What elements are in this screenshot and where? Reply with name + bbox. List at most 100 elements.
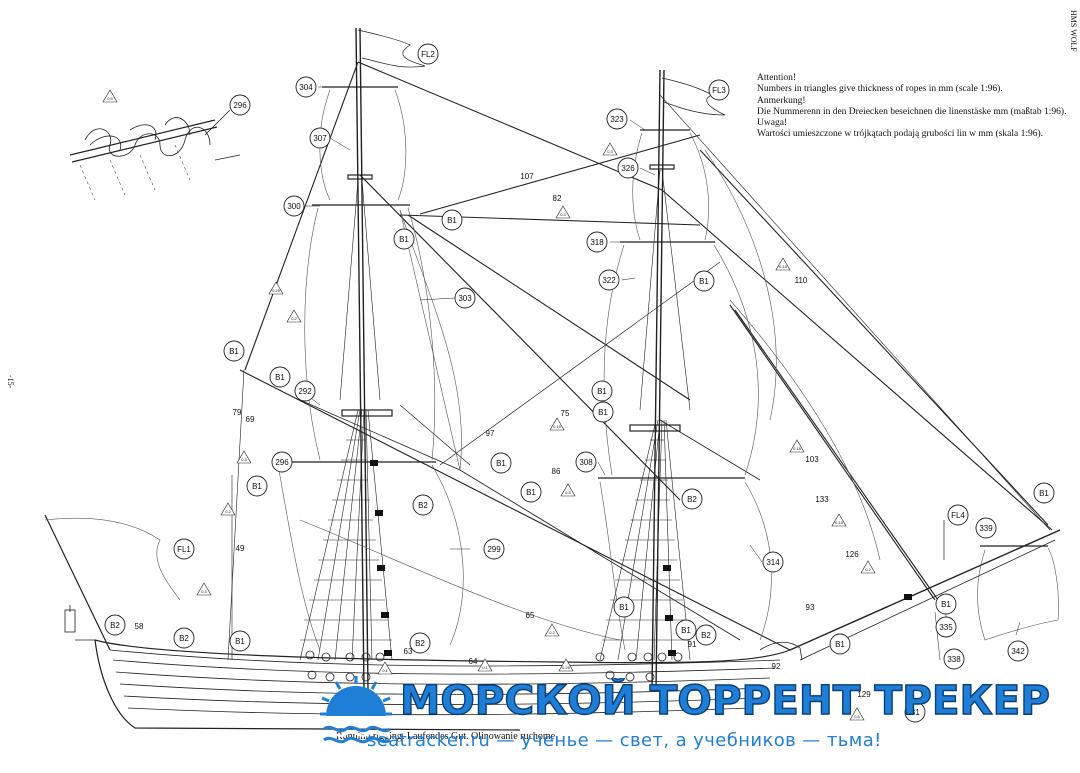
callout-circle: B2	[412, 494, 434, 516]
callout-circle: FL1	[173, 538, 195, 560]
callout-circle: B2	[695, 624, 717, 646]
callout-circle: 299	[483, 538, 505, 560]
callout-circle: B1	[393, 228, 415, 250]
svg-text:FL4: FL4	[951, 511, 965, 520]
rope-number: 69	[246, 415, 255, 424]
svg-text:B1: B1	[235, 637, 245, 646]
svg-text:0.1: 0.1	[482, 665, 488, 670]
thickness-triangle: 0.3	[196, 582, 212, 596]
main-shrouds	[599, 169, 691, 661]
belay-detail-inset	[69, 109, 241, 201]
callout-circle: B1	[441, 209, 463, 231]
callout-circle: 335	[935, 616, 957, 638]
rope-number: 91	[688, 640, 697, 649]
rope-number: 110	[795, 276, 808, 285]
callout-circle: FL2	[417, 43, 439, 65]
rope-number: 49	[236, 544, 245, 553]
svg-text:326: 326	[621, 164, 635, 173]
notes-block: Attention! Numbers in triangles give thi…	[757, 73, 1067, 141]
svg-text:B2: B2	[415, 639, 425, 648]
rope-number: 107	[520, 172, 534, 181]
rope-number: 86	[552, 467, 561, 476]
svg-text:308: 308	[579, 458, 593, 467]
rope-number: 82	[553, 194, 562, 203]
callout-circle: B1	[675, 619, 697, 641]
svg-text:B1: B1	[399, 235, 409, 244]
callout-circle: 307	[309, 127, 331, 149]
thickness-triangle: 0.5	[102, 89, 118, 103]
mast-bands	[370, 460, 912, 656]
thickness-triangle: 0.3	[602, 142, 618, 156]
callout-circle: B2	[104, 614, 126, 636]
svg-text:B2: B2	[110, 621, 120, 630]
svg-text:307: 307	[313, 134, 327, 143]
thickness-triangle: 0.1	[377, 661, 393, 675]
callout-circle: B2	[409, 632, 431, 654]
callout-circle: 308	[575, 451, 597, 473]
svg-text:B1: B1	[526, 488, 536, 497]
callout-circle: 314	[762, 551, 784, 573]
svg-text:0.2: 0.2	[865, 567, 871, 572]
svg-text:B1: B1	[598, 408, 608, 417]
callout-circle: 338	[943, 648, 965, 670]
rope-number: 63	[404, 647, 413, 656]
callout-circle: 296	[271, 451, 293, 473]
note-line: Numbers in triangles give thickness of r…	[757, 84, 1003, 95]
svg-text:0.5: 0.5	[854, 714, 860, 719]
callout-circle: B1	[520, 481, 542, 503]
thickness-triangle: 0.15	[789, 439, 805, 453]
rope-number: 65	[526, 611, 535, 620]
rope-number: 129	[857, 690, 871, 699]
rope-number: 126	[845, 550, 859, 559]
svg-text:314: 314	[766, 558, 780, 567]
svg-text:0.3: 0.3	[560, 212, 566, 217]
svg-text:296: 296	[233, 101, 247, 110]
watermark-sun-icon	[320, 676, 392, 744]
callout-circle: B1	[829, 633, 851, 655]
callout-circle: B1	[246, 475, 268, 497]
callout-circle: FL3	[708, 79, 730, 101]
svg-text:B1: B1	[699, 277, 709, 286]
svg-text:323: 323	[610, 115, 624, 124]
svg-text:0.2: 0.2	[291, 316, 297, 321]
page-number: -15-	[6, 375, 15, 389]
rope-number: 75	[561, 409, 570, 418]
svg-text:318: 318	[590, 238, 604, 247]
thickness-triangle: 0.2	[860, 560, 876, 574]
svg-text:299: 299	[487, 545, 501, 554]
svg-text:0.25: 0.25	[272, 288, 281, 293]
svg-text:0.15: 0.15	[835, 520, 844, 525]
svg-text:303: 303	[458, 294, 472, 303]
yards	[272, 86, 1048, 547]
note-line: Anmerkung!	[757, 95, 806, 106]
stays	[44, 61, 1053, 661]
svg-text:B1: B1	[941, 600, 951, 609]
callout-circle: B1	[490, 452, 512, 474]
svg-text:0.2: 0.2	[549, 630, 555, 635]
svg-text:0.3: 0.3	[241, 457, 247, 462]
rope-number: 58	[135, 622, 144, 631]
svg-text:FL2: FL2	[421, 50, 435, 59]
svg-text:B1: B1	[496, 459, 506, 468]
thickness-triangle: 0.1	[477, 658, 493, 672]
svg-text:304: 304	[299, 83, 313, 92]
svg-text:0.15: 0.15	[553, 424, 562, 429]
svg-text:296: 296	[275, 458, 289, 467]
svg-text:B1: B1	[597, 387, 607, 396]
svg-text:B1: B1	[1039, 489, 1049, 498]
deadeyes	[305, 650, 683, 682]
svg-text:0.1: 0.1	[382, 668, 388, 673]
fore-mast	[355, 27, 369, 691]
callout-circle: B1	[229, 630, 251, 652]
thickness-triangle: 0.25	[558, 658, 574, 672]
callout-circle: 339	[975, 517, 997, 539]
callout-circle: 323	[606, 108, 628, 130]
callout-circle: B1	[592, 401, 614, 423]
rope-number: 64	[469, 657, 478, 666]
callout-circle: 292	[294, 380, 316, 402]
fore-shrouds	[299, 179, 393, 661]
svg-text:B1: B1	[275, 373, 285, 382]
svg-text:0.15: 0.15	[779, 264, 788, 269]
svg-text:B1: B1	[229, 347, 239, 356]
